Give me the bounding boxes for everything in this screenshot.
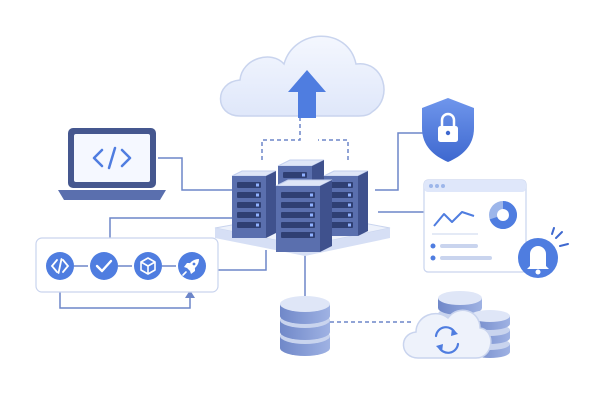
server-racks — [231, 159, 369, 252]
package-icon — [134, 252, 162, 280]
dashboard-list-bullet — [430, 255, 436, 261]
bell-shape — [527, 246, 549, 269]
upload-arrow-icon — [288, 70, 326, 118]
cloud-sync-icon — [402, 291, 510, 359]
connector-cloud-servers-left — [261, 118, 301, 160]
dashboard-dot — [435, 184, 439, 188]
check-icon — [90, 252, 118, 280]
rocket-icon — [178, 252, 206, 280]
analytics-dashboard-icon — [423, 179, 527, 273]
dashboard-dot — [441, 184, 445, 188]
connector-cloud-servers-right — [318, 139, 349, 160]
bell-clapper — [535, 269, 541, 275]
dashboard-dot — [429, 184, 433, 188]
pipeline-loop-arrowhead — [185, 290, 195, 298]
server-cluster-icon — [214, 159, 391, 256]
cloud-upload-icon — [219, 35, 385, 118]
dashboard-list-bullet — [430, 243, 436, 249]
connector-pipeline-loop — [59, 282, 191, 309]
dashboard-titlebar — [424, 180, 526, 192]
code-icon — [46, 252, 74, 280]
lock-keyhole — [445, 130, 451, 136]
laptop-code-glyph — [92, 146, 132, 170]
lock-shackle — [440, 112, 456, 126]
connector-pipeline-servers — [218, 250, 267, 271]
ci-cd-pipeline — [35, 237, 219, 293]
pipeline-panel — [35, 237, 219, 293]
bell-icon — [518, 227, 569, 278]
shield-lock-icon — [422, 98, 474, 162]
connector-servers-pipeline — [109, 217, 238, 238]
dashboard-line-chart — [433, 211, 475, 227]
backup-cloud — [402, 309, 492, 359]
database-icon — [280, 296, 330, 356]
dashboard-list-line — [440, 244, 478, 248]
bell-ring-lines — [551, 227, 569, 247]
laptop-base — [58, 190, 166, 200]
connector-shield-servers — [375, 132, 424, 191]
connector-lines — [59, 118, 424, 323]
server-rack-front — [275, 179, 333, 252]
laptop-code-icon — [58, 128, 166, 200]
dashboard-pie-chart — [489, 201, 518, 229]
server-rack-left — [231, 170, 277, 238]
dashboard-list-line — [440, 256, 492, 260]
connector-laptop-servers — [158, 157, 232, 191]
